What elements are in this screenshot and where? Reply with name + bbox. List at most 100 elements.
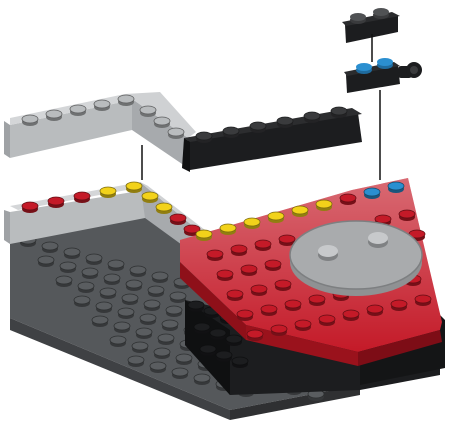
base-stud <box>130 266 146 277</box>
base-stud <box>42 242 58 253</box>
base-stud <box>86 254 102 265</box>
base-stud <box>96 302 112 313</box>
wall-stud-red <box>48 197 64 208</box>
gray-stud <box>154 117 170 128</box>
black-stud <box>226 335 242 346</box>
base-stud <box>56 276 72 287</box>
gray-stud <box>140 106 156 117</box>
red-plate-stud <box>265 260 281 271</box>
wall-stud-yellow <box>126 182 142 193</box>
base-stud <box>136 328 152 339</box>
base-stud <box>154 348 170 359</box>
red-plate-stud <box>231 245 247 256</box>
black-brick-stud <box>277 117 293 128</box>
black-brick-stud <box>196 132 212 143</box>
gray-turntable <box>290 221 422 296</box>
red-edge-stud-yellow <box>220 224 236 235</box>
base-stud <box>170 292 186 303</box>
red-plate-stud <box>241 265 257 276</box>
wall-stud-red <box>74 192 90 203</box>
black-brick-stud <box>250 122 266 133</box>
red-edge-stud-yellow <box>196 230 212 241</box>
base-stud <box>152 272 168 283</box>
base-stud <box>132 342 148 353</box>
base-stud <box>172 368 188 379</box>
black-brick-stud <box>304 112 320 123</box>
red-plate-stud <box>309 295 325 306</box>
red-plate-stud <box>247 330 263 341</box>
black-stud <box>216 351 232 362</box>
base-stud <box>74 296 90 307</box>
black-brick-1x6 <box>182 107 362 172</box>
base-stud <box>92 316 108 327</box>
base-stud <box>108 260 124 271</box>
red-plate-stud <box>391 300 407 311</box>
base-stud <box>126 280 142 291</box>
gray-stud <box>46 110 62 121</box>
blue-stud <box>356 63 372 74</box>
red-plate-stud <box>255 240 271 251</box>
red-plate-stud <box>207 250 223 261</box>
gray-stud <box>118 95 134 106</box>
base-stud <box>104 274 120 285</box>
base-stud <box>176 354 192 365</box>
red-plate-stud <box>285 300 301 311</box>
gray-stud <box>168 128 184 139</box>
turntable-stud <box>368 232 388 248</box>
base-stud <box>100 288 116 299</box>
turntable-stud <box>318 245 338 261</box>
base-stud <box>166 306 182 317</box>
base-stud <box>110 336 126 347</box>
base-stud <box>150 362 166 373</box>
red-plate-stud <box>271 325 287 336</box>
wall-stud-red <box>22 202 38 213</box>
base-stud <box>144 300 160 311</box>
red-edge-stud-yellow <box>316 200 332 211</box>
gray-stud <box>94 100 110 111</box>
red-plate-stud <box>261 305 277 316</box>
clip-icon <box>398 62 422 78</box>
base-stud <box>122 294 138 305</box>
red-plate-stud <box>275 280 291 291</box>
brick-1x2-black <box>342 8 400 43</box>
wall-stud-red <box>170 214 186 225</box>
red-edge-stud-blue <box>364 188 380 199</box>
black-stud <box>210 329 226 340</box>
base-stud <box>162 320 178 331</box>
base-stud <box>158 334 174 345</box>
wall-stud-yellow <box>142 192 158 203</box>
red-edge-stud-yellow <box>292 206 308 217</box>
red-plate-stud <box>399 210 415 221</box>
red-edge-stud-blue <box>388 182 404 193</box>
base-stud <box>38 256 54 267</box>
light-gray-corner-brick <box>4 92 196 168</box>
base-stud <box>78 282 94 293</box>
black-brick-stud <box>223 127 239 138</box>
red-edge-stud-yellow <box>244 218 260 229</box>
red-plate-stud <box>295 320 311 331</box>
base-stud <box>82 268 98 279</box>
base-stud <box>118 308 134 319</box>
base-stud <box>114 322 130 333</box>
blue-stud <box>377 58 393 69</box>
red-plate-stud <box>251 285 267 296</box>
black-stud <box>194 323 210 334</box>
wall-stud-yellow <box>100 187 116 198</box>
base-stud <box>194 374 210 385</box>
gray-stud <box>22 115 38 126</box>
red-plate-stud <box>227 290 243 301</box>
red-plate-stud <box>237 310 253 321</box>
black-brick-stud <box>331 107 347 118</box>
plate-1x2-black-with-blue-studs-and-clip <box>344 58 422 93</box>
red-edge-stud-red <box>340 194 356 205</box>
red-plate-stud <box>319 315 335 326</box>
black-stud <box>200 345 216 356</box>
red-plate-stud <box>217 270 233 281</box>
red-edge-stud-yellow <box>268 212 284 223</box>
black-stud <box>232 357 248 368</box>
base-stud <box>148 286 164 297</box>
black-stud <box>188 301 204 312</box>
base-stud <box>60 262 76 273</box>
